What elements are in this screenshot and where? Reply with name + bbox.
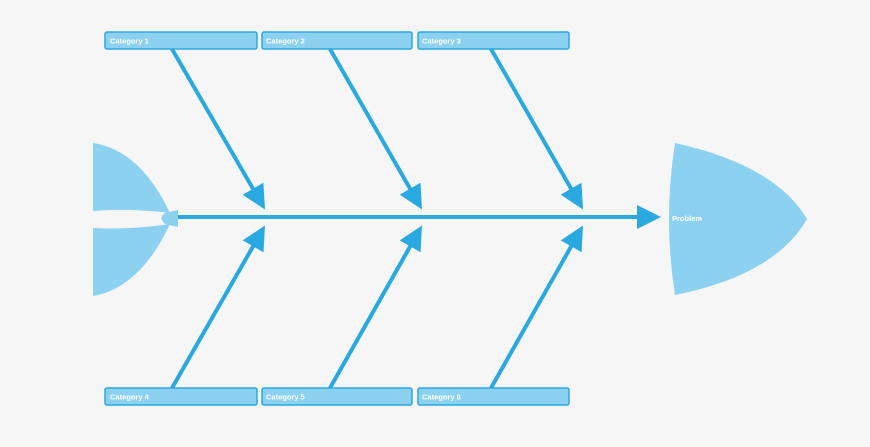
- category-label-1: Category 1: [110, 37, 149, 46]
- fish-head-shape: [669, 143, 807, 295]
- fish-tail-joint: [161, 210, 178, 227]
- problem-label: Problem: [672, 214, 702, 223]
- category-box-6[interactable]: Category 6: [417, 387, 570, 406]
- category-box-1[interactable]: Category 1: [104, 31, 258, 50]
- category-label-5: Category 5: [266, 393, 305, 402]
- bone-category-1: [170, 47, 266, 210]
- bone-category-3: [489, 48, 583, 210]
- category-label-2: Category 2: [266, 37, 305, 46]
- category-box-2[interactable]: Category 2: [261, 31, 413, 50]
- bone-category-5: [328, 225, 422, 389]
- category-box-4[interactable]: Category 4: [104, 387, 258, 406]
- fish-tail: [93, 143, 178, 296]
- category-label-4: Category 4: [110, 393, 150, 402]
- bone-category-6: [489, 225, 583, 389]
- category-box-5[interactable]: Category 5: [261, 387, 413, 406]
- category-label-3: Category 3: [422, 37, 461, 46]
- fish-tail-lower-fin: [93, 224, 170, 296]
- fish-head: Problem: [669, 143, 807, 295]
- bone-category-4: [170, 225, 265, 389]
- category-box-3[interactable]: Category 3: [417, 31, 570, 50]
- bone-category-2: [328, 48, 422, 210]
- fish-tail-upper-fin: [93, 143, 170, 213]
- category-label-6: Category 6: [422, 393, 461, 402]
